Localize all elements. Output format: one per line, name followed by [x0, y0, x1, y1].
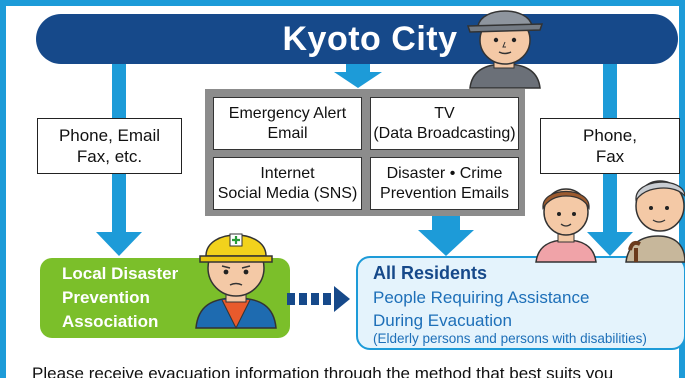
footer-instruction: Please receive evacuation information th… [32, 364, 614, 378]
phone-fax-box: Phone, Fax [540, 118, 680, 174]
internet-sns-box: Internet Social Media (SNS) [213, 157, 362, 210]
phone-email-fax-box: Phone, Email Fax, etc. [37, 118, 182, 174]
elderly-woman-with-cane-icon [625, 180, 685, 263]
residents-subheading: People Requiring Assistance During Evacu… [373, 288, 590, 330]
right-down-arrow [587, 232, 633, 256]
emergency-alert-email-box: Emergency Alert Email [213, 97, 362, 150]
association-label: Local Disaster Prevention Association [62, 264, 179, 331]
residents-note: (Elderly persons and persons with disabi… [373, 331, 647, 346]
disaster-crime-email-box: Disaster • Crime Prevention Emails [370, 157, 519, 210]
city-title: Kyoto City [282, 20, 458, 58]
center-top-arrow [334, 62, 382, 88]
tv-data-broadcasting-box: TV (Data Broadcasting) [370, 97, 519, 150]
residents-box [356, 256, 685, 350]
left-down-arrow [96, 232, 142, 256]
center-down-arrow [418, 216, 474, 256]
residents-heading: All Residents [373, 263, 488, 283]
woman-icon [535, 188, 597, 263]
city-banner [36, 14, 678, 64]
